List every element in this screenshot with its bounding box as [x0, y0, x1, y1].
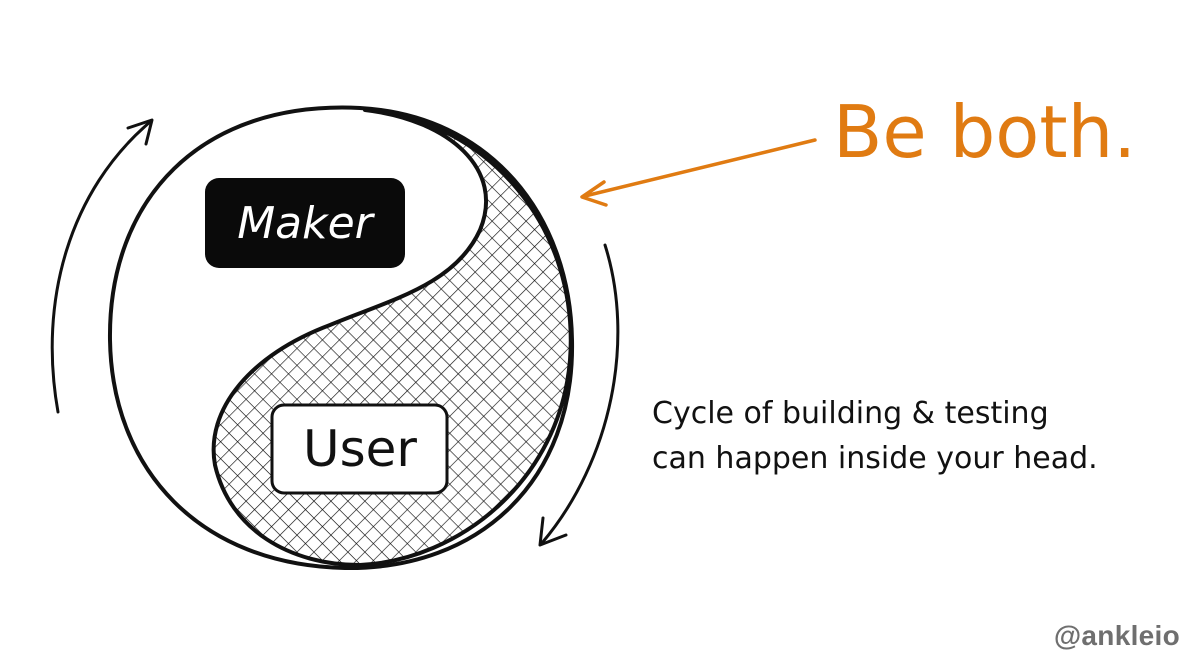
right-cycle-arrow: [540, 243, 620, 545]
pointer-arrow-head: [580, 180, 608, 207]
credit-handle: @ankleio: [1053, 620, 1180, 651]
right-arrow-head: [538, 516, 568, 547]
left-arrow-head: [126, 118, 154, 146]
left-cycle-arrow: [50, 120, 152, 414]
headline: Be both.: [833, 90, 1136, 174]
caption-line-1: Cycle of building & testing: [652, 396, 1049, 431]
user-label-box: [270, 403, 449, 495]
user-label: User: [303, 420, 417, 478]
maker-label-box: [205, 178, 405, 268]
caption-line-2: can happen inside your head.: [652, 441, 1098, 476]
pointer-arrow: [583, 138, 817, 198]
maker-label: Maker: [237, 198, 375, 249]
outer-circle: [107, 105, 575, 571]
